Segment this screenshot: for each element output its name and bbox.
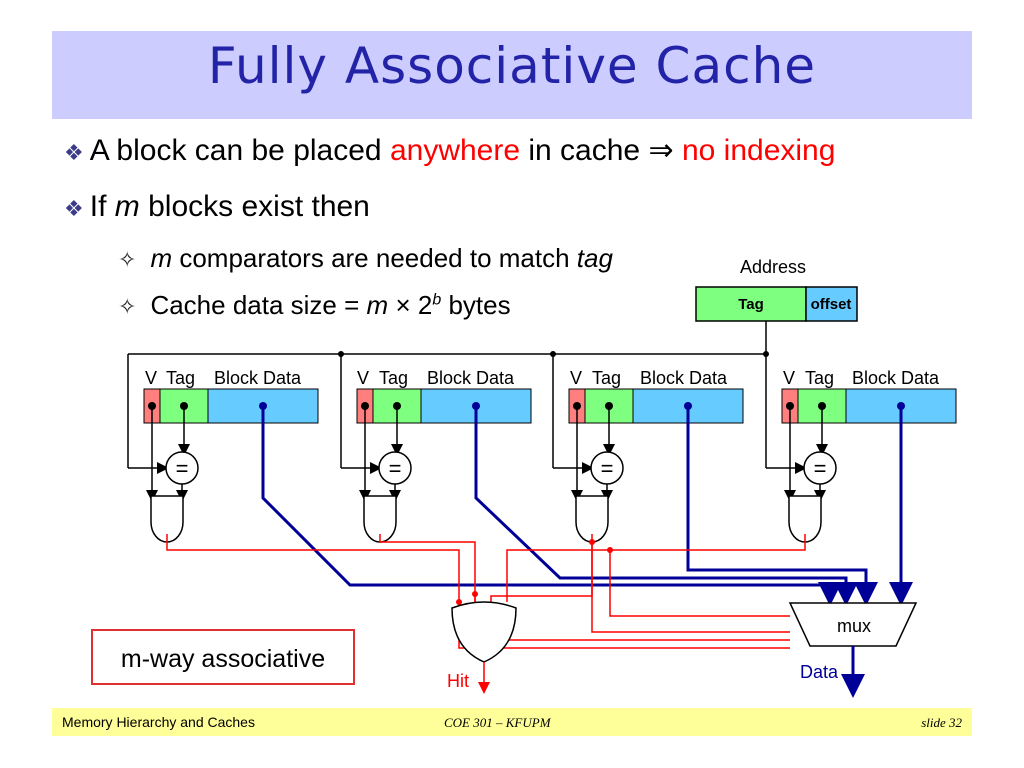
address-label: Address bbox=[740, 257, 806, 277]
cache-way-1: V Tag Block Data = bbox=[127, 354, 319, 543]
diamond-bullet-icon: ❖ bbox=[64, 140, 84, 165]
star-bullet-icon: ✧ bbox=[118, 294, 137, 319]
title-bar: Fully Associative Cache bbox=[52, 31, 972, 119]
bullet-1-highlight2: no indexing bbox=[681, 134, 836, 167]
bullet-1-text1: A block can be placed bbox=[89, 134, 382, 167]
bullet-2-text1: If bbox=[89, 190, 107, 223]
data-header: Block Data bbox=[427, 368, 515, 388]
comparator-symbol: = bbox=[389, 456, 402, 481]
cache-way-2: V Tag Block Data = bbox=[340, 354, 532, 543]
cache-way-4: V Tag Block Data = bbox=[765, 354, 957, 543]
footer: Memory Hierarchy and Caches COE 301 – KF… bbox=[52, 708, 972, 736]
sub-2-exp: b bbox=[432, 291, 442, 309]
bullet-2: ❖If m blocks exist then bbox=[64, 190, 370, 224]
diamond-bullet-icon: ❖ bbox=[64, 196, 84, 221]
tag-header: Tag bbox=[379, 368, 408, 388]
comparator-symbol: = bbox=[601, 456, 614, 481]
data-header: Block Data bbox=[640, 368, 728, 388]
bullet-1-highlight1: anywhere bbox=[389, 134, 521, 167]
and-gate bbox=[150, 495, 184, 543]
address-offset-label: offset bbox=[811, 296, 852, 313]
footer-right: slide 32 bbox=[921, 715, 962, 730]
or-gate bbox=[451, 601, 517, 663]
comparator-symbol: = bbox=[176, 456, 189, 481]
sub-bullet-1: ✧ m comparators are needed to match tag bbox=[118, 243, 613, 274]
comparator-symbol: = bbox=[814, 456, 827, 481]
sub-1-var: m bbox=[150, 243, 173, 273]
tag-header: Tag bbox=[805, 368, 834, 388]
address-tag-field bbox=[695, 286, 807, 322]
sub-1-tag: tag bbox=[576, 243, 613, 273]
sub-1-text: comparators are needed to match bbox=[179, 243, 570, 273]
sub-2-var: m bbox=[366, 290, 389, 320]
address-tag-label: Tag bbox=[738, 296, 764, 313]
data-header: Block Data bbox=[214, 368, 302, 388]
star-bullet-icon: ✧ bbox=[118, 247, 137, 272]
tag-header: Tag bbox=[166, 368, 195, 388]
v-header: V bbox=[783, 368, 795, 388]
bullet-2-text2: blocks exist then bbox=[148, 190, 370, 223]
sub-2-text: Cache data size = bbox=[150, 290, 360, 320]
hit-label: Hit bbox=[447, 671, 469, 691]
v-header: V bbox=[145, 368, 157, 388]
times-symbol: × bbox=[395, 290, 411, 320]
mux bbox=[788, 602, 918, 647]
assoc-label: m-way associative bbox=[120, 645, 326, 673]
slide-title: Fully Associative Cache bbox=[207, 37, 817, 95]
footer-left: Memory Hierarchy and Caches bbox=[62, 714, 255, 730]
address-offset-field bbox=[805, 286, 858, 322]
sub-2-unit: bytes bbox=[448, 290, 511, 320]
bullet-1: ❖A block can be placed anywhere in cache… bbox=[64, 133, 835, 168]
data-label: Data bbox=[800, 662, 839, 682]
mux-label: mux bbox=[837, 616, 871, 636]
tag-header: Tag bbox=[592, 368, 621, 388]
cache-way-3: V Tag Block Data = bbox=[552, 354, 744, 543]
data-wires bbox=[261, 406, 913, 606]
bullet-2-var: m bbox=[114, 190, 140, 223]
bullet-1-text2: in cache bbox=[528, 134, 641, 167]
v-header: V bbox=[570, 368, 582, 388]
sub-bullet-2: ✧ Cache data size = m × 2b bytes bbox=[118, 290, 511, 321]
assoc-callout: m-way associative bbox=[91, 629, 355, 685]
implies-symbol: ⇒ bbox=[648, 134, 674, 167]
data-header: Block Data bbox=[852, 368, 940, 388]
v-header: V bbox=[357, 368, 369, 388]
sub-2-base: 2 bbox=[417, 290, 433, 320]
footer-center: COE 301 – KFUPM bbox=[444, 715, 551, 730]
